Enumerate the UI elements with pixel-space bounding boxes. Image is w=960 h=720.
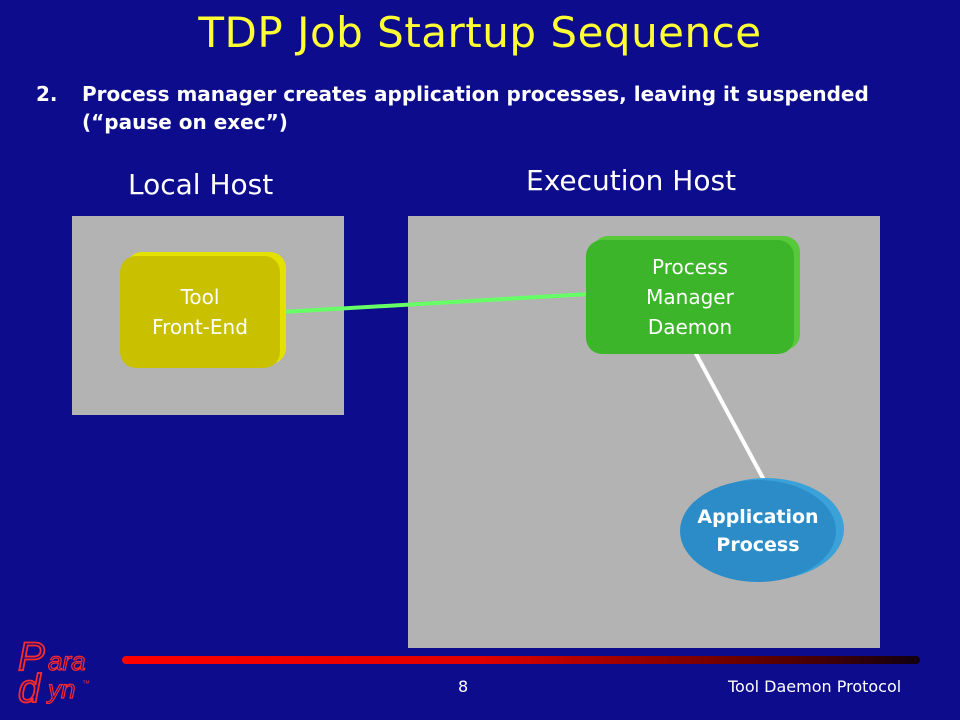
logo-letter-d: d (18, 667, 42, 708)
footer-title: Tool Daemon Protocol (728, 677, 902, 696)
application-process-ellipse: Application Process (680, 480, 836, 582)
tool-frontend-box: Tool Front-End (120, 256, 280, 368)
slide-title: TDP Job Startup Sequence (198, 8, 762, 57)
footer-divider-bar (122, 656, 920, 664)
logo-text-ara: ara (48, 646, 86, 676)
process-manager-daemon-box: Process Manager Daemon (586, 240, 794, 354)
bullet-number: 2. (36, 82, 58, 106)
tool-frontend-line-2: Front-End (152, 315, 248, 339)
app-process-line-1: Application (697, 506, 819, 528)
local-host-label: Local Host (128, 168, 274, 201)
pmd-line-1: Process (652, 255, 728, 279)
paradyn-logo: P ara d yn ™ (17, 634, 90, 708)
bullet-text: Process manager creates application proc… (82, 82, 869, 134)
tool-to-pmd-connection (281, 292, 591, 314)
logo-letter-p: P (18, 635, 45, 679)
tool-frontend-line-1: Tool (180, 285, 220, 309)
app-process-line-2: Process (716, 534, 800, 556)
pmd-to-app-connection (692, 349, 766, 481)
logo-trademark: ™ (82, 679, 90, 688)
logo-text-yn: yn (46, 674, 75, 704)
pmd-line-2: Manager (646, 285, 734, 309)
execution-host-label: Execution Host (526, 164, 737, 197)
pmd-line-3: Daemon (647, 315, 733, 339)
page-number: 8 (458, 677, 469, 696)
